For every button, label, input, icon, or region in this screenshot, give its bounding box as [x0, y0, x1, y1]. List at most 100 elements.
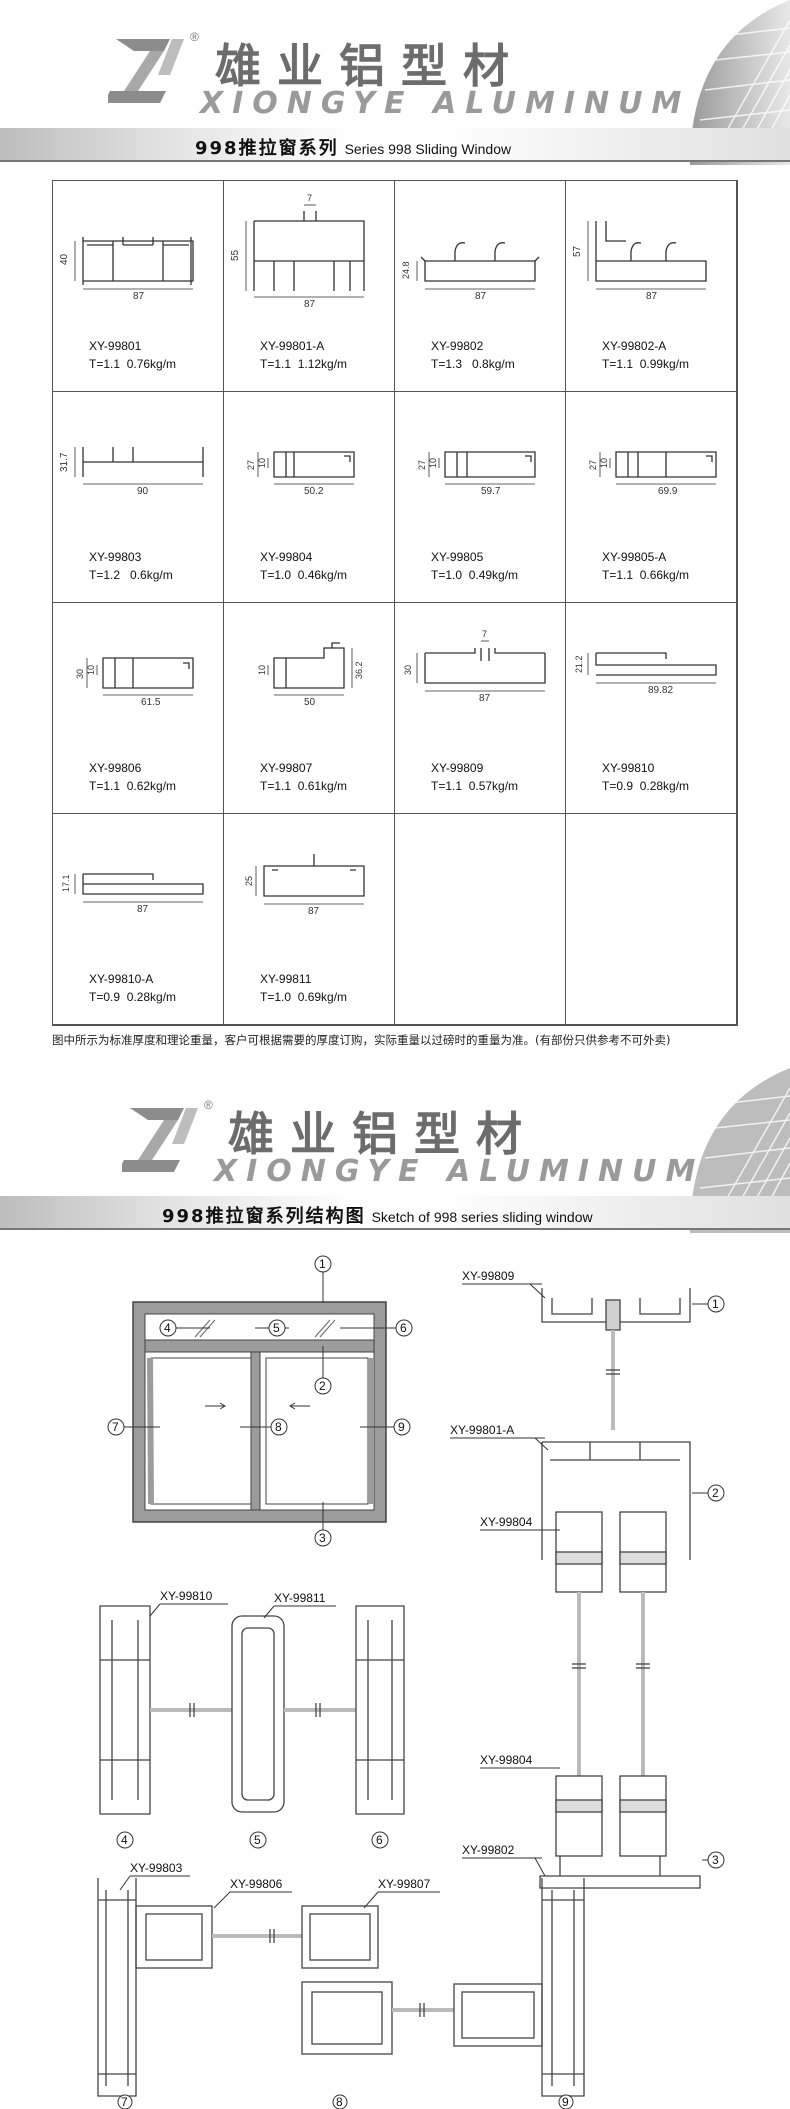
dim-height: 57: [572, 245, 583, 257]
profile-spec: T=1.1 1.12kg/m: [260, 357, 348, 371]
callout-6: 6: [340, 1319, 413, 1337]
dim-height: 31.7: [59, 452, 70, 472]
section-callout-4: 4: [116, 1831, 134, 1849]
label-xy-99809: XY-99809: [462, 1269, 515, 1283]
dim-width: 61.5: [141, 697, 161, 708]
label-xy-99811: XY-99811: [274, 1591, 326, 1605]
profile-cell: 87 55 7 XY-99801-A T=1.1 1.12kg/m: [224, 181, 395, 392]
dim-height-2: 10: [257, 665, 267, 675]
profile-code: XY-99802: [431, 339, 484, 353]
registered-mark: ®: [204, 1098, 213, 1112]
profile-drawing: 87 24.8: [401, 242, 540, 302]
section-callout-1: 1: [692, 1295, 725, 1313]
dim-height: 30: [403, 665, 413, 675]
company-logo-icon: [108, 39, 184, 103]
profile-spec: T=1.1 0.66kg/m: [602, 568, 690, 582]
section-callout-2-num: 2: [712, 1486, 719, 1500]
company-name-cn: 雄业铝型材: [228, 1107, 538, 1161]
profile-drawing: 50.2 27 10: [246, 451, 355, 497]
vertical-section-labels: XY-99809 XY-99801-A XY-99804 XY-99804 XY…: [450, 1269, 725, 1877]
profile-code: XY-99803: [89, 550, 142, 564]
profile-cell: 50.2 27 10 XY-99804 T=1.0 0.46kg/m: [224, 392, 395, 603]
section-callout-9-num: 9: [562, 2095, 569, 2109]
company-logo-icon: [122, 1108, 198, 1172]
profile-cell: 50 36.2 10 XY-99807 T=1.1 0.61kg/m: [224, 603, 395, 814]
label-xy-99810: XY-99810: [160, 1589, 213, 1603]
section-callout-6: 6: [371, 1831, 389, 1849]
dim-height: 25: [244, 876, 254, 886]
label-xy-99807: XY-99807: [378, 1877, 431, 1891]
label-xy-99801-a: XY-99801-A: [450, 1423, 514, 1437]
profile-cell: 87 30 7 XY-99809 T=1.1 0.57kg/m: [395, 603, 566, 814]
label-xy-99804-bottom: XY-99804: [480, 1753, 533, 1767]
section-callout-1-num: 1: [712, 1297, 719, 1311]
company-name-en: XIONGYE ALUMINUM: [214, 1154, 705, 1189]
profile-drawing: 87 25: [244, 854, 365, 917]
section-callout-6-num: 6: [376, 1833, 383, 1847]
profile-code: XY-99801-A: [260, 339, 325, 353]
dim-height: 24.8: [401, 261, 411, 279]
company-name-en: XIONGYE ALUMINUM: [200, 86, 691, 121]
section-callout-7-num: 7: [121, 2095, 128, 2109]
dim-width: 59.7: [481, 486, 501, 497]
callout-1-num: 1: [319, 1257, 326, 1271]
profile-catalog-grid: 87 40 XY-99801 T=1.1 0.76kg/m 87 55 7 XY…: [52, 180, 738, 1026]
profile-spec: T=1.0 0.46kg/m: [260, 568, 348, 582]
callout-9: 9: [360, 1418, 411, 1436]
section-title-cn: 998推拉窗系列结构图: [162, 1206, 366, 1227]
dim-height: 27: [246, 460, 256, 470]
dim-width: 87: [137, 904, 149, 915]
dim-height-2: 10: [257, 458, 267, 468]
dim-height: 21.2: [574, 655, 584, 673]
dim-height: 27: [588, 460, 598, 470]
profile-code: XY-99806: [89, 761, 142, 775]
callout-2: 2: [314, 1346, 332, 1395]
dim-height: 55: [230, 249, 241, 261]
callout-1: 1: [314, 1255, 332, 1302]
callout-7-num: 7: [112, 1420, 119, 1434]
profile-drawing: 90 31.7: [59, 447, 204, 497]
dim-height-2: 10: [86, 665, 96, 675]
dim-top: 7: [307, 193, 312, 203]
profile-spec: T=0.9 0.28kg/m: [89, 990, 177, 1004]
dim-width: 87: [475, 291, 487, 302]
profile-drawing: 87 55 7: [230, 193, 365, 310]
callout-3-num: 3: [319, 1531, 326, 1545]
dim-width: 87: [308, 906, 320, 917]
dim-width: 87: [646, 291, 658, 302]
profile-cell: 87 40 XY-99801 T=1.1 0.76kg/m: [53, 181, 224, 392]
profile-spec: T=1.0 0.49kg/m: [431, 568, 519, 582]
profile-cell: 87 57 XY-99802-A T=1.1 0.99kg/m: [566, 181, 737, 392]
label-xy-99804-top: XY-99804: [480, 1515, 533, 1529]
horizontal-section-upper: [99, 1605, 405, 1815]
dim-height: 27: [417, 460, 427, 470]
profile-code: XY-99801: [89, 339, 142, 353]
section-callout-7: 7: [117, 2094, 133, 2109]
dim-width: 87: [133, 291, 145, 302]
profile-cell: 87 24.8 XY-99802 T=1.3 0.8kg/m: [395, 181, 566, 392]
profile-drawing: 87 57: [572, 221, 707, 302]
structure-sketch: 1 2 3 4 5 6 7 8 9 XY-99809 XY-99801-A XY…: [97, 1255, 725, 2109]
profile-spec: T=1.1 0.62kg/m: [89, 779, 177, 793]
section-callout-8-num: 8: [336, 2095, 343, 2109]
elevation-callouts: 1 2 3 4 5 6 7 8 9: [107, 1255, 413, 1547]
profile-code: XY-99804: [260, 550, 313, 564]
bottom-callouts: 7 8 9: [117, 2094, 574, 2109]
section-callout-9: 9: [558, 2094, 574, 2109]
profile-cell: 69.9 27 10 XY-99805-A T=1.1 0.66kg/m: [566, 392, 737, 603]
profile-cell: 90 31.7 XY-99803 T=1.2 0.6kg/m: [53, 392, 224, 603]
dim-width: 87: [304, 299, 316, 310]
callout-2-num: 2: [319, 1379, 326, 1393]
company-name-cn: 雄业铝型材: [215, 39, 525, 93]
dim-height: 40: [59, 253, 70, 265]
dim-height-2: 10: [428, 458, 438, 468]
dim-width: 90: [137, 486, 149, 497]
dim-width: 50: [304, 697, 316, 708]
section-callout-4-num: 4: [121, 1833, 128, 1847]
profile-code: XY-99802-A: [602, 339, 667, 353]
profile-cell: 59.7 27 10 XY-99805 T=1.0 0.49kg/m: [395, 392, 566, 603]
section-callout-3: 3: [702, 1851, 725, 1869]
